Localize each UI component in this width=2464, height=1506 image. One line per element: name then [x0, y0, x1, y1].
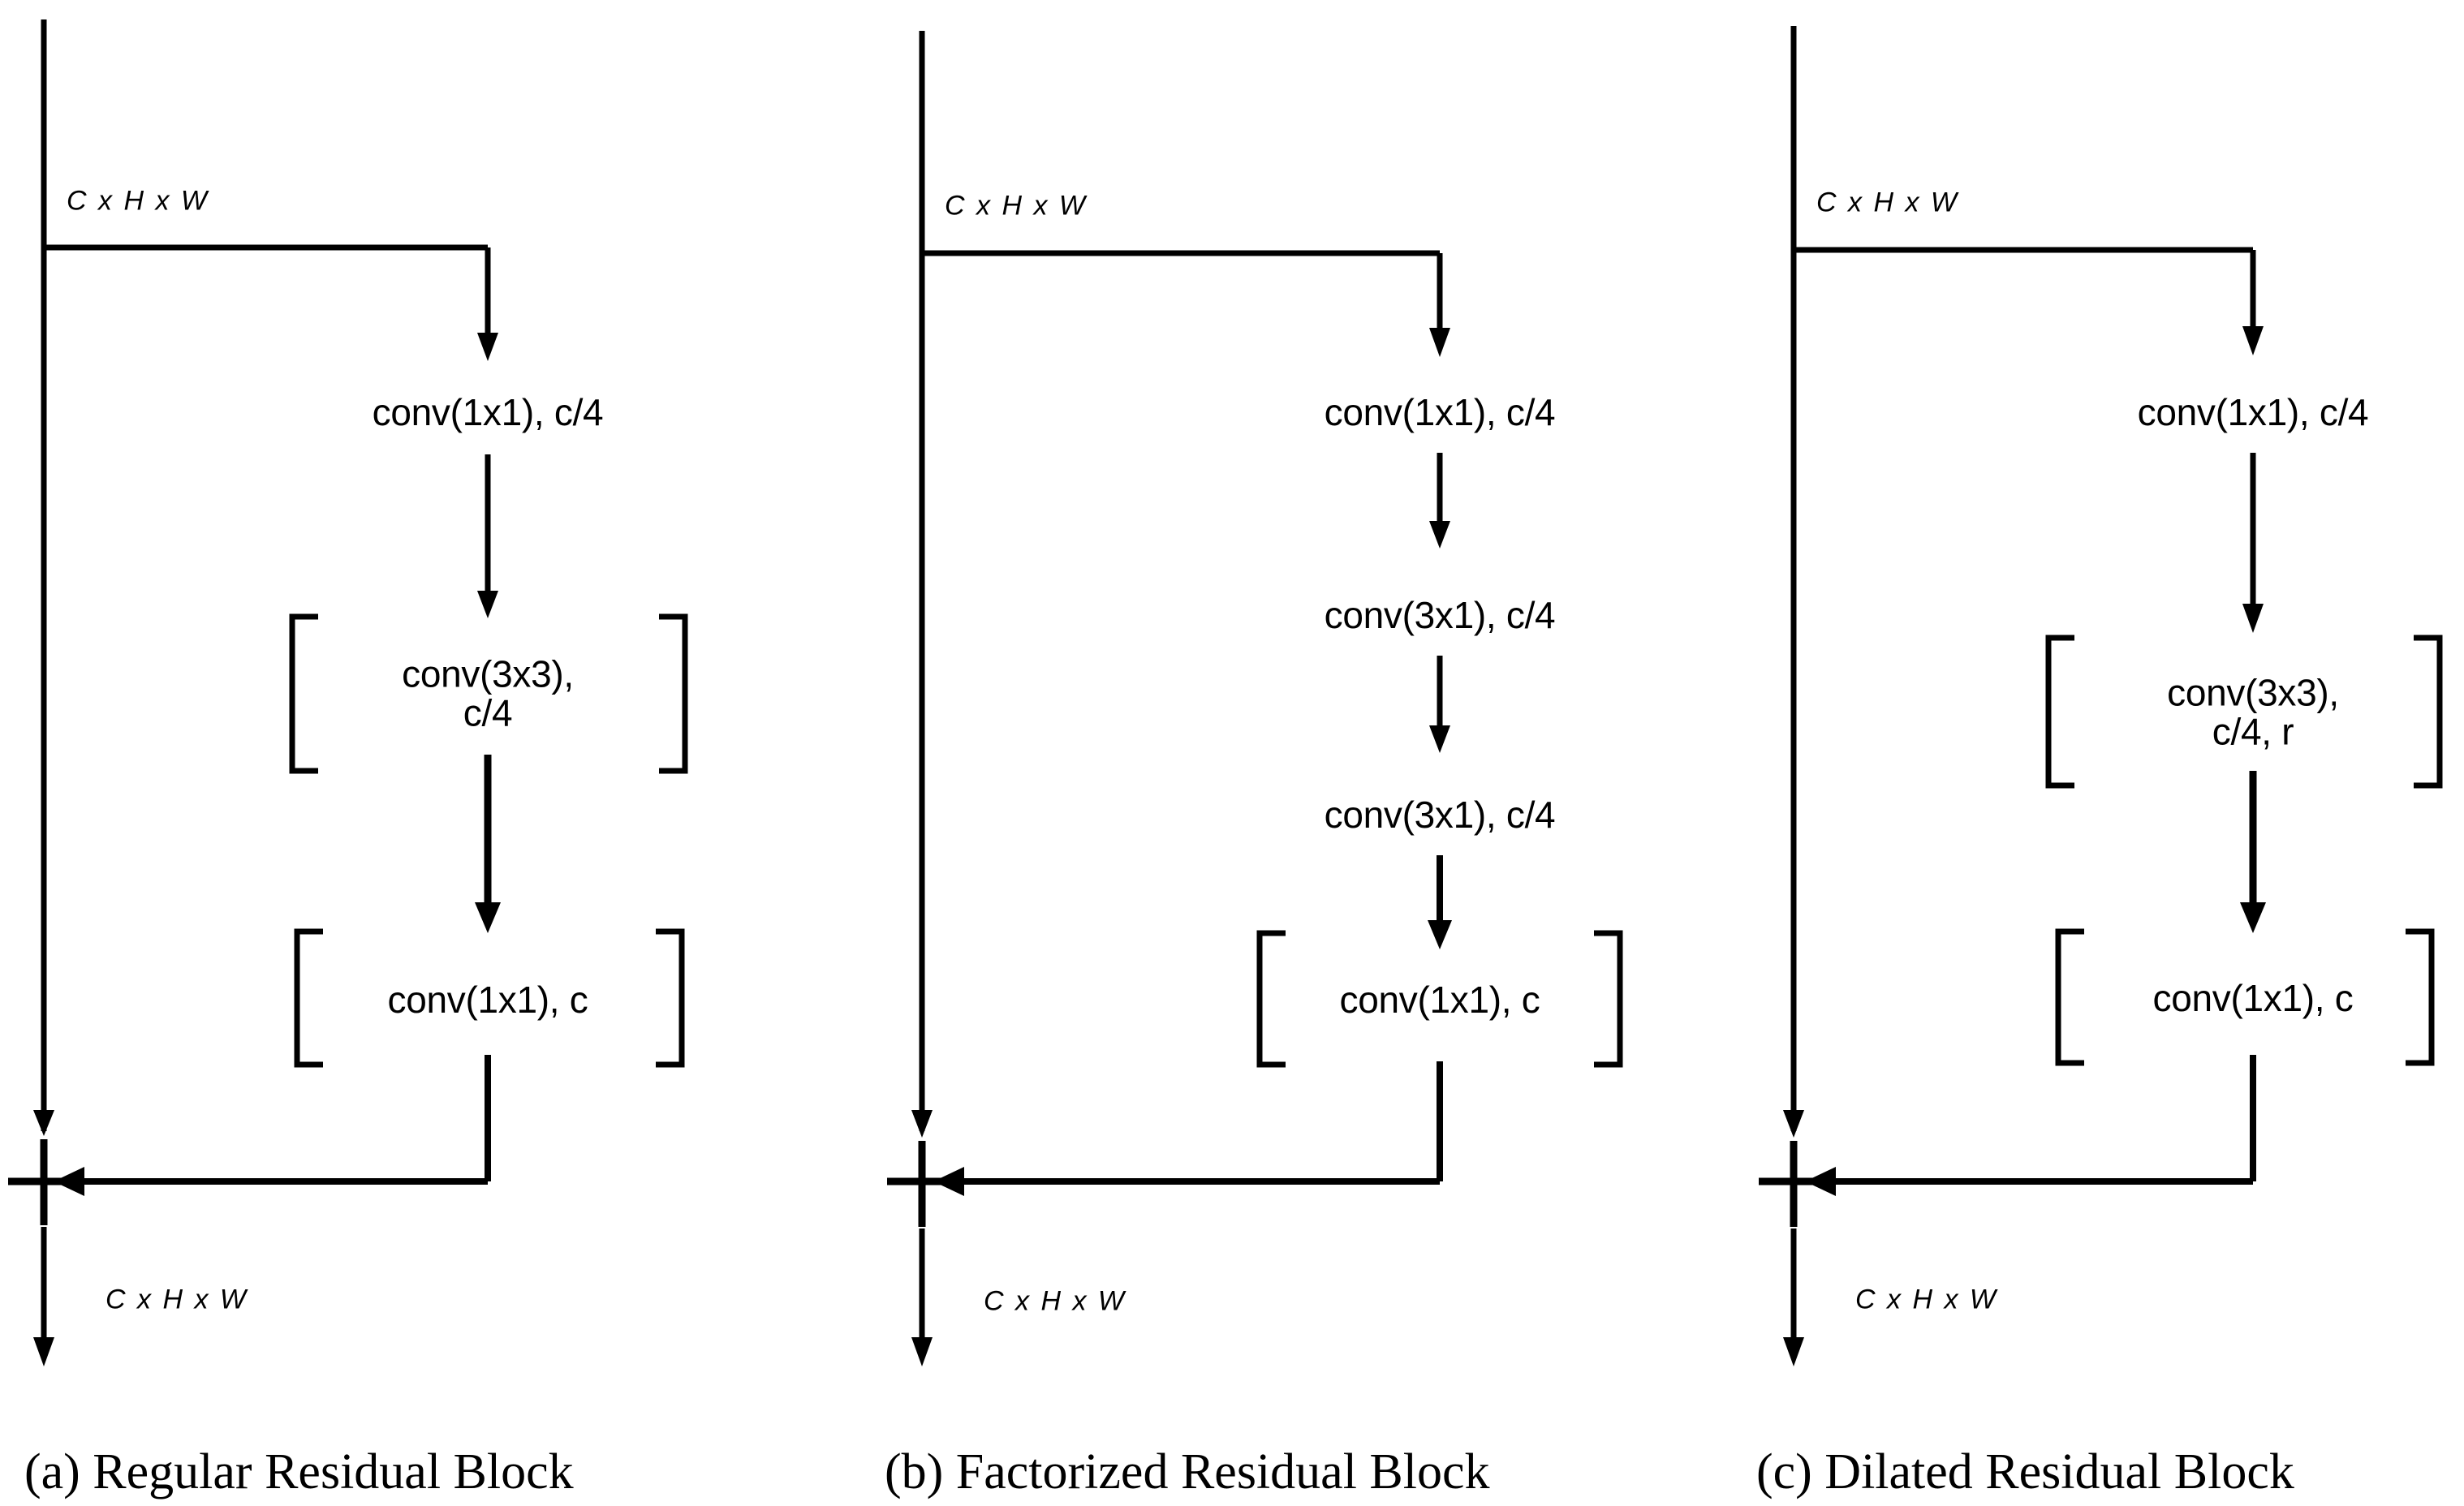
- panel-b-diagram: [887, 31, 1623, 1366]
- bracket-left-conv1x1c: [1256, 930, 1286, 1068]
- node-conv-1x1-c4: conv(1x1), c/4: [1324, 390, 1556, 433]
- input-dim-label: C x H x W: [1816, 187, 1959, 218]
- node-conv-3x3-c4-r-line2: c/4, r: [2212, 711, 2294, 753]
- branch-arrowhead: [1429, 328, 1450, 357]
- identity-arrowhead: [1783, 1110, 1804, 1138]
- bracket-left-conv3x3: [2045, 635, 2074, 789]
- panel-a-diagram: [8, 19, 688, 1366]
- panel-dilated-residual-block: C x H x W conv(1x1), c/4 conv(3x3),c/4, …: [1756, 0, 2464, 1506]
- bracket-left-conv1x1c: [294, 928, 323, 1068]
- output-dim-label: C x H x W: [106, 1284, 248, 1315]
- node-conv-3x3-c4: conv(3x3),c/4: [325, 655, 650, 734]
- node-conv-3x1-c4-second: conv(3x1), c/4: [1324, 793, 1556, 836]
- output-dim-label: C x H x W: [1855, 1284, 1998, 1315]
- edge-conv3-to-conv4-arrowhead: [1428, 920, 1452, 949]
- edge-conv1-to-conv2-arrowhead: [1429, 521, 1450, 549]
- input-dim-label: C x H x W: [67, 185, 209, 217]
- edge-conv2-to-conv3-arrowhead: [1429, 725, 1450, 753]
- input-dim-label: C x H x W: [945, 190, 1088, 222]
- bracket-left-conv3x3: [289, 613, 318, 774]
- bracket-right-conv3x3: [2414, 635, 2443, 789]
- bracket-right-conv1x1c: [656, 928, 685, 1068]
- identity-arrowhead: [33, 1110, 54, 1136]
- node-conv-3x3-c4-line1: conv(3x3),: [402, 652, 574, 695]
- output-arrowhead: [911, 1337, 933, 1366]
- panel-regular-residual-block: C x H x W conv(1x1), c/4 conv(3x3),c/4 c…: [0, 0, 909, 1506]
- bracket-right-conv1x1c: [2406, 928, 2435, 1066]
- node-conv-3x3-c4-r: conv(3x3),c/4, r: [2091, 673, 2415, 752]
- panel-b-caption: (b) Factorized Residual Block: [885, 1444, 1490, 1500]
- node-conv-1x1-c: conv(1x1), c: [1339, 978, 1540, 1021]
- output-arrowhead: [1783, 1337, 1804, 1366]
- branch-arrowhead: [477, 333, 498, 361]
- panel-c-diagram: [1759, 26, 2443, 1366]
- panel-factorized-residual-block: C x H x W conv(1x1), c/4 conv(3x1), c/4 …: [885, 0, 1794, 1506]
- identity-arrowhead: [911, 1110, 933, 1138]
- node-conv-1x1-c: conv(1x1), c: [387, 978, 588, 1021]
- node-conv-3x1-c4-first: conv(3x1), c/4: [1324, 593, 1556, 636]
- node-conv-1x1-c4: conv(1x1), c/4: [372, 390, 604, 433]
- node-conv-3x3-c4-line2: c/4: [463, 692, 513, 734]
- output-dim-label: C x H x W: [984, 1285, 1126, 1317]
- bracket-right-conv3x3: [659, 613, 688, 774]
- edge-conv1-to-conv2-arrowhead: [2242, 604, 2264, 633]
- edge-conv1-to-conv2-arrowhead: [477, 591, 498, 618]
- edge-conv2-to-conv3-arrowhead: [475, 902, 501, 933]
- edge-conv2-to-conv3-arrowhead: [2240, 902, 2266, 933]
- panel-a-caption: (a) Regular Residual Block: [24, 1444, 574, 1500]
- branch-arrowhead: [2242, 326, 2264, 355]
- node-conv-1x1-c4: conv(1x1), c/4: [2137, 390, 2369, 433]
- node-conv-1x1-c: conv(1x1), c: [2152, 976, 2354, 1019]
- panel-c-caption: (c) Dilated Residual Block: [1756, 1444, 2294, 1500]
- bracket-right-conv1x1c: [1594, 930, 1623, 1068]
- output-arrowhead: [33, 1337, 54, 1366]
- bracket-left-conv1x1c: [2055, 928, 2084, 1066]
- node-conv-3x3-c4-r-line1: conv(3x3),: [2167, 671, 2339, 714]
